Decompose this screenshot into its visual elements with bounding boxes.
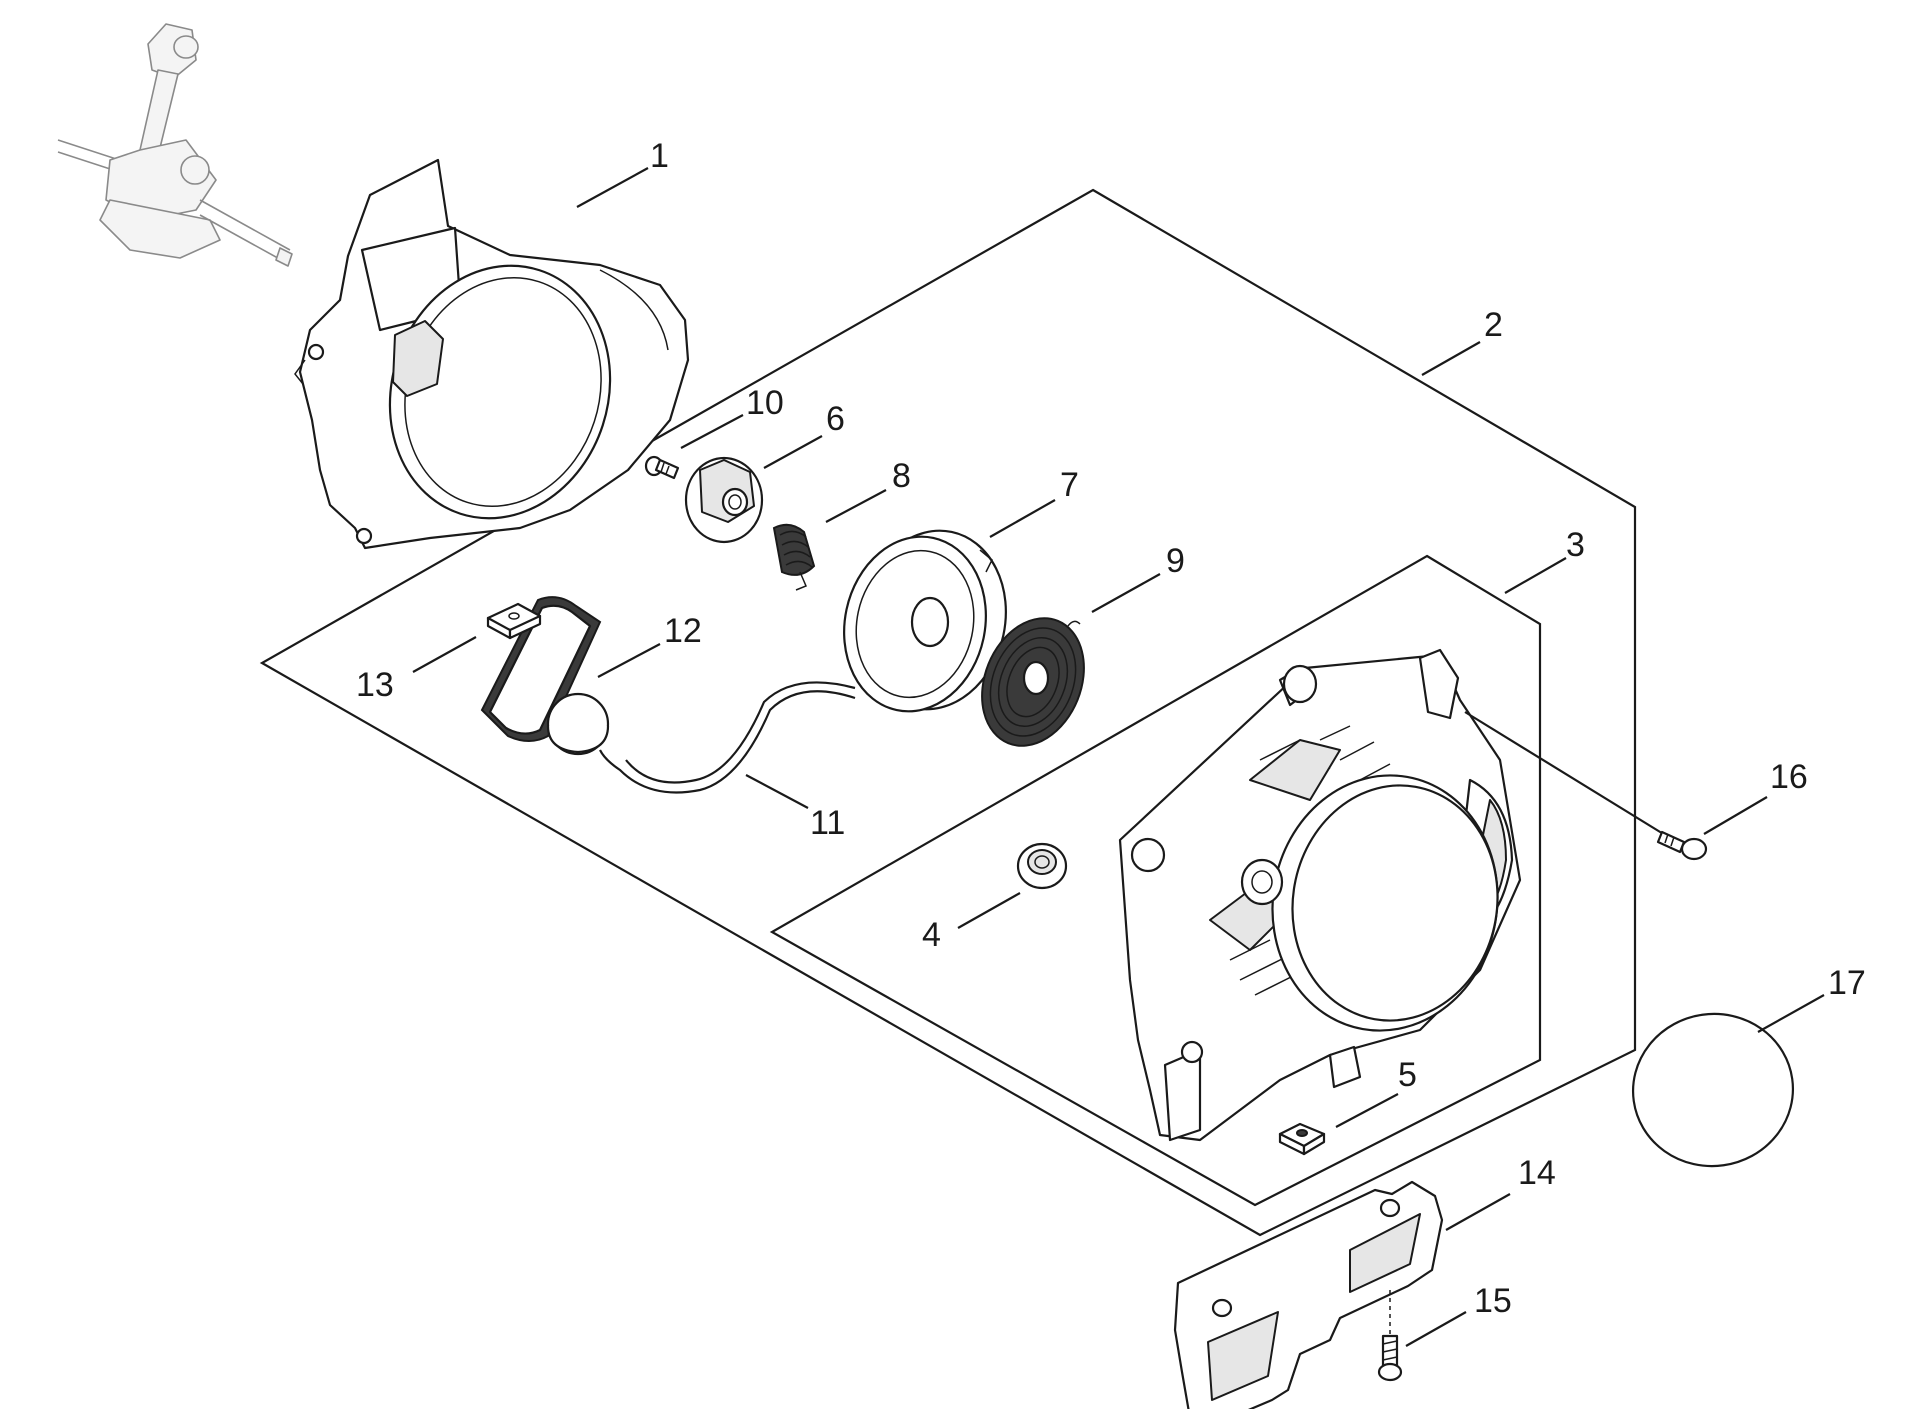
part-8-spring [772, 523, 816, 591]
callout-13: 13 [356, 666, 394, 704]
part-14-bracket [1173, 1180, 1444, 1409]
part-1-fan-shroud [294, 158, 690, 550]
callout-5: 5 [1398, 1056, 1417, 1094]
crankshaft-illustration [57, 23, 293, 267]
assembly-frame-3 [769, 554, 1542, 1207]
leader-13 [412, 636, 477, 673]
leader-9 [1091, 573, 1161, 613]
leader-16 [1703, 796, 1768, 835]
leader-10 [680, 414, 744, 449]
callout-16: 16 [1770, 758, 1808, 796]
leader-6 [763, 435, 823, 469]
leader-17 [1757, 994, 1825, 1033]
part-11-rope-inner [625, 681, 856, 784]
part-10-screw [644, 455, 680, 480]
leader-14 [1445, 1193, 1511, 1231]
leader-7 [989, 499, 1056, 538]
callout-10: 10 [746, 384, 784, 422]
callout-11: 11 [810, 804, 845, 842]
callout-1: 1 [650, 137, 669, 175]
part-6-ratchet [684, 456, 764, 544]
part-3-starter-housing [1118, 648, 1522, 1142]
leader-2 [1421, 341, 1481, 376]
part-4-washer [1016, 842, 1068, 890]
callout-3: 3 [1566, 526, 1585, 564]
part-16-bolt [1656, 830, 1708, 861]
leader-11 [745, 774, 809, 809]
part-17-gasket [1631, 1012, 1795, 1168]
part-12-handle [480, 596, 610, 756]
callout-6: 6 [826, 400, 845, 438]
callout-9: 9 [1166, 542, 1185, 580]
leader-1 [576, 167, 649, 208]
callout-7: 7 [1060, 466, 1079, 504]
assembly-frame-2 [259, 188, 1637, 1237]
part-13-insert [486, 602, 542, 640]
callout-2: 2 [1484, 306, 1503, 344]
callout-4: 4 [922, 916, 941, 954]
callout-8: 8 [892, 457, 911, 495]
leader-4 [957, 892, 1021, 929]
part-9-recoil-spring [981, 617, 1085, 747]
part-7-pulley [843, 529, 1007, 713]
leader-3 [1504, 557, 1567, 594]
callout-17: 17 [1828, 964, 1866, 1002]
callout-14: 14 [1518, 1154, 1556, 1192]
leader-16-dash [1464, 711, 1666, 836]
part-15-screw [1377, 1290, 1403, 1382]
leader-12 [597, 643, 661, 678]
leader-8 [825, 489, 887, 523]
leader-15 [1405, 1311, 1467, 1347]
leader-5 [1335, 1093, 1399, 1128]
callout-12: 12 [664, 612, 702, 650]
callout-15: 15 [1474, 1282, 1512, 1320]
part-11-rope [599, 690, 856, 794]
part-5-nut [1278, 1122, 1326, 1156]
